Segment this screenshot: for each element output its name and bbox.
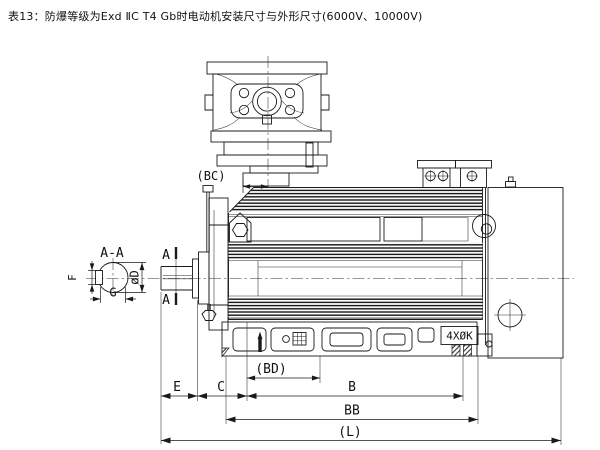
stator-body <box>228 187 496 320</box>
dim-label-key-width: F <box>66 274 79 281</box>
dim-label-b: B <box>348 380 356 395</box>
dim-label-bd: (BD) <box>255 362 286 377</box>
dim-label-c: C <box>217 380 225 395</box>
dim-label-shaft-diameter: øD <box>128 270 142 284</box>
table-caption: 表13：防爆等级为Exd ⅡC T4 Gb时电动机安装尺寸与外形尺寸(6000V… <box>8 10 423 23</box>
cut-mark-top: A <box>162 248 170 263</box>
dim-label-foot-holes: 4XØK <box>446 330 473 343</box>
front-end-shield <box>198 185 229 331</box>
dim-label-l: (L) <box>338 425 361 440</box>
section-view-aa: A-A øD F G <box>66 246 146 303</box>
centerlines <box>86 56 574 299</box>
base-feet: 4XØK <box>221 321 493 358</box>
dim-label-bb: BB <box>344 404 360 419</box>
terminal-box <box>204 61 332 187</box>
fan-cowl <box>485 176 564 359</box>
dim-label-bc: (BC) <box>197 169 226 183</box>
section-label: A-A <box>100 246 124 261</box>
dimension-annotations: (BC) (BD) E C B <box>160 169 562 445</box>
dim-label-key-depth: G <box>109 286 116 300</box>
shaft: A A <box>160 247 199 308</box>
cut-mark-bottom: A <box>162 293 170 308</box>
dim-label-e: E <box>173 380 181 395</box>
aux-terminal-boxes <box>417 160 492 188</box>
